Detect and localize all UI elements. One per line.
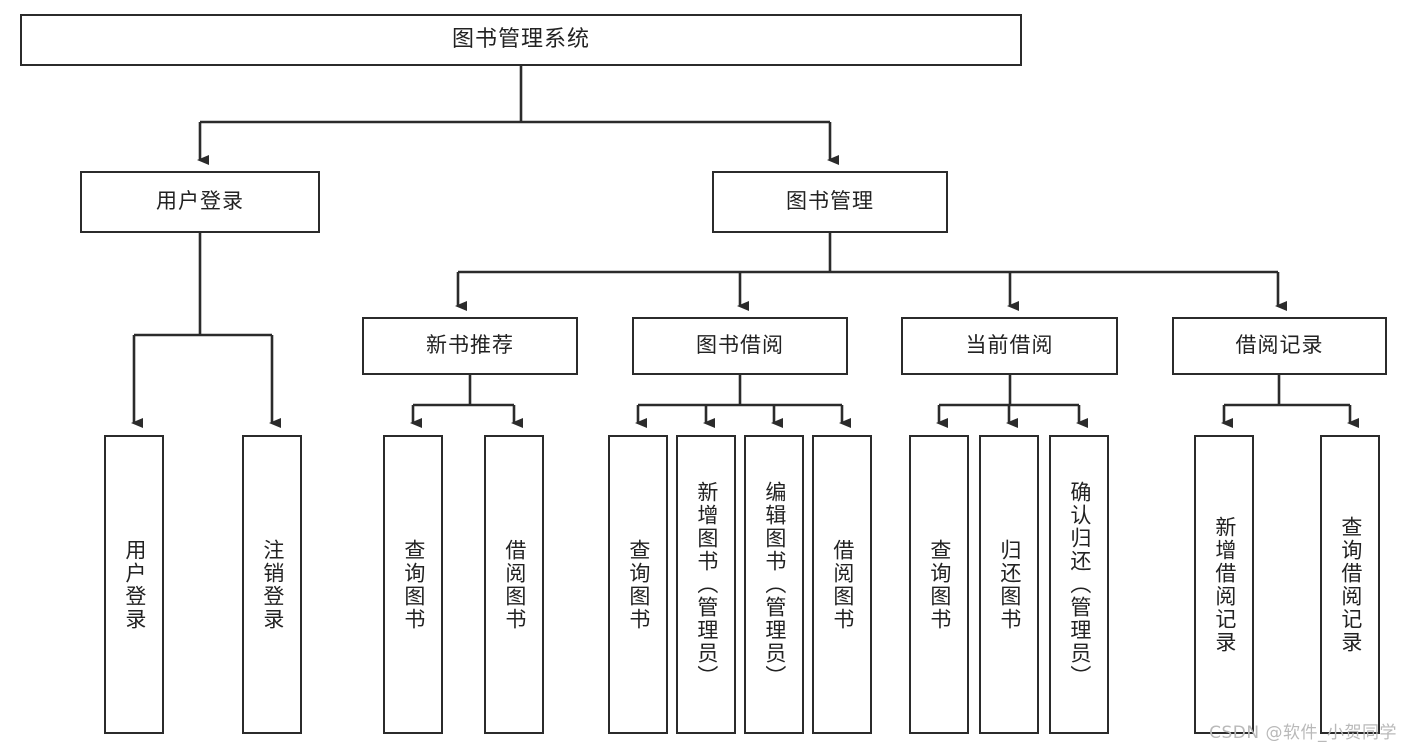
leaf-borrow-book-recommend[interactable]: 借阅图书 [484,435,544,734]
leaf-query-borrow-record[interactable]: 查询借阅记录 [1320,435,1380,734]
leaf-query-book-recommend[interactable]: 查询图书 [383,435,443,734]
leaf-label: 新增借阅记录 [1212,515,1237,654]
leaf-label: 查询图书 [626,538,651,631]
leaf-borrow-book-borrow[interactable]: 借阅图书 [812,435,872,734]
node-book-manage[interactable]: 图书管理 [712,171,948,233]
node-book-management-system[interactable]: 图书管理系统 [20,14,1022,66]
node-borrow-record[interactable]: 借阅记录 [1172,317,1387,375]
leaf-edit-book-admin[interactable]: 编辑图书（管理员） [744,435,804,734]
leaf-add-book-admin[interactable]: 新增图书（管理员） [676,435,736,734]
leaf-label: 查询借阅记录 [1338,515,1363,654]
csdn-watermark: CSDN @软件_小贺同学 [1209,723,1397,743]
leaf-label: 借阅图书 [502,538,527,631]
leaf-label: 查询图书 [927,538,952,631]
node-current-borrow[interactable]: 当前借阅 [901,317,1118,375]
leaf-label: 归还图书 [997,538,1022,631]
leaf-return-book[interactable]: 归还图书 [979,435,1039,734]
leaf-label: 确认归还（管理员） [1067,481,1092,688]
leaf-label: 注销登录 [260,538,285,631]
node-new-book-recommend[interactable]: 新书推荐 [362,317,578,375]
node-book-borrow[interactable]: 图书借阅 [632,317,848,375]
leaf-label: 编辑图书（管理员） [762,481,787,688]
leaf-query-book-current[interactable]: 查询图书 [909,435,969,734]
leaf-user-login[interactable]: 用户登录 [104,435,164,734]
leaf-add-borrow-record[interactable]: 新增借阅记录 [1194,435,1254,734]
leaf-logout-login[interactable]: 注销登录 [242,435,302,734]
leaf-query-book-borrow[interactable]: 查询图书 [608,435,668,734]
leaf-label: 查询图书 [401,538,426,631]
leaf-label: 用户登录 [122,538,147,631]
leaf-label: 新增图书（管理员） [694,481,719,688]
node-user-login[interactable]: 用户登录 [80,171,320,233]
leaf-confirm-return-admin[interactable]: 确认归还（管理员） [1049,435,1109,734]
leaf-label: 借阅图书 [830,538,855,631]
